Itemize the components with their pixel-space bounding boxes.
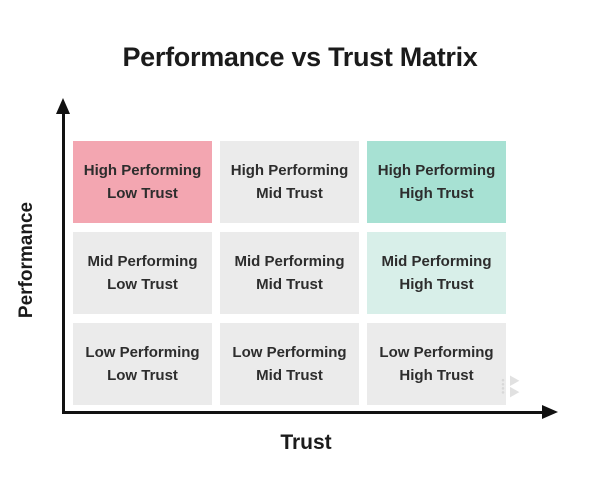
cell-high-performing-low-trust: High Performing Low Trust bbox=[73, 141, 212, 223]
y-axis-line bbox=[62, 108, 65, 413]
cell-low-performing-high-trust: Low Performing High Trust bbox=[367, 323, 506, 405]
cell-label-line1: High Performing bbox=[230, 162, 349, 179]
cell-label-line2: Low Trust bbox=[107, 276, 178, 293]
cell-high-performing-high-trust: High Performing High Trust bbox=[367, 141, 506, 223]
cell-label-line1: Low Performing bbox=[379, 344, 494, 361]
figure-title: Performance vs Trust Matrix bbox=[122, 42, 478, 72]
cell-low-performing-low-trust: Low Performing Low Trust bbox=[73, 323, 212, 405]
cell-label-line2: High Trust bbox=[399, 185, 474, 202]
cell-mid-performing-low-trust: Mid Performing Low Trust bbox=[73, 232, 212, 314]
cell-label-line1: Mid Performing bbox=[381, 253, 492, 270]
matrix-grid: High Performing Low Trust High Performin… bbox=[73, 141, 506, 405]
cell-label-line1: Low Performing bbox=[85, 344, 200, 361]
cell-label-line1: High Performing bbox=[377, 162, 496, 179]
cell-label-line1: High Performing bbox=[83, 162, 202, 179]
cell-label-line2: High Trust bbox=[399, 367, 474, 384]
x-axis-label: Trust bbox=[280, 431, 332, 454]
cell-label-line2: High Trust bbox=[399, 276, 474, 293]
y-axis-label: Performance bbox=[16, 201, 37, 319]
cell-label-line2: Mid Trust bbox=[256, 367, 323, 384]
cell-label-line1: Mid Performing bbox=[234, 253, 345, 270]
cell-high-performing-mid-trust: High Performing Mid Trust bbox=[220, 141, 359, 223]
cell-label-line1: Mid Performing bbox=[87, 253, 198, 270]
y-axis-arrow-icon bbox=[56, 98, 70, 114]
cell-label-line1: Low Performing bbox=[232, 344, 347, 361]
cell-low-performing-mid-trust: Low Performing Mid Trust bbox=[220, 323, 359, 405]
cell-label-line2: Low Trust bbox=[107, 367, 178, 384]
cell-mid-performing-high-trust: Mid Performing High Trust bbox=[367, 232, 506, 314]
x-axis-line bbox=[62, 411, 544, 414]
cell-label-line2: Mid Trust bbox=[256, 276, 323, 293]
cell-label-line2: Mid Trust bbox=[256, 185, 323, 202]
cell-mid-performing-mid-trust: Mid Performing Mid Trust bbox=[220, 232, 359, 314]
cell-label-line2: Low Trust bbox=[107, 185, 178, 202]
x-axis-arrow-icon bbox=[542, 405, 558, 419]
